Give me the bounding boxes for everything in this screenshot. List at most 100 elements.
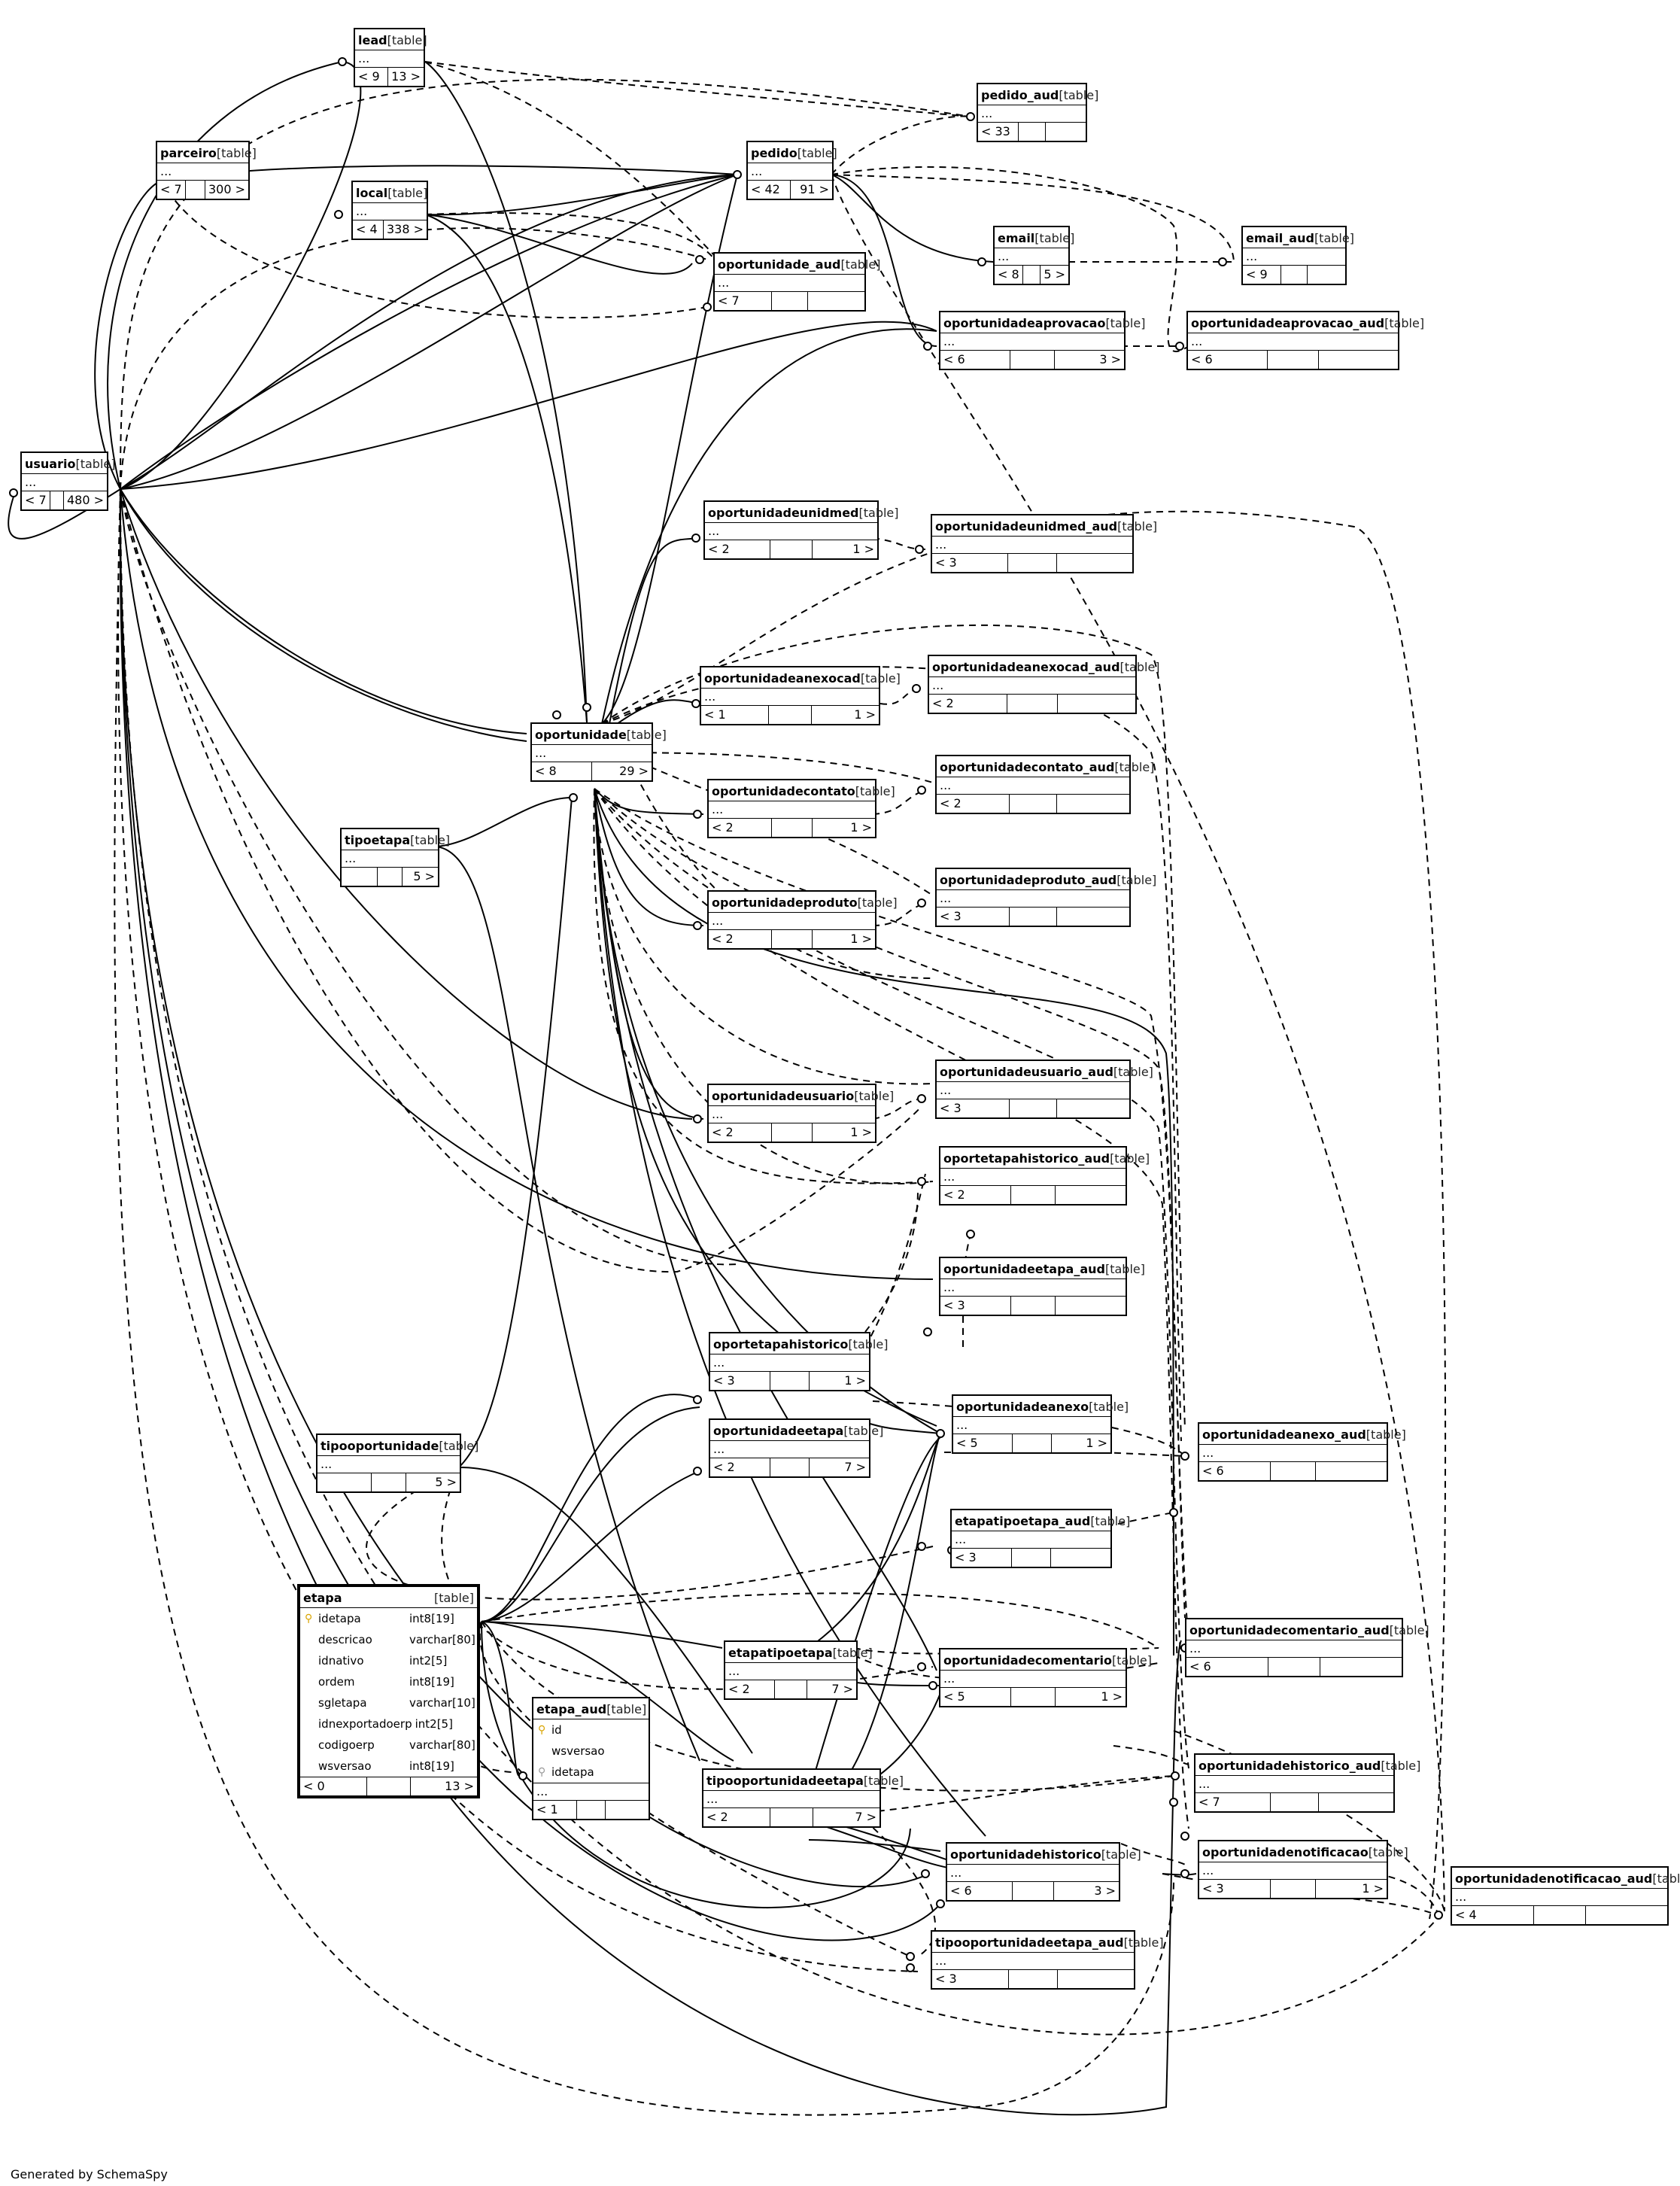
table-kind: [table] — [1110, 1151, 1150, 1166]
table-oportunidade-aud[interactable]: oportunidade_aud[table] ... < 7 — [713, 252, 880, 312]
table-dots: ... — [715, 275, 864, 292]
table-tipoetapa[interactable]: tipoetapa[table] ... 5 > — [340, 828, 450, 887]
column-row: ⚲idetapa — [533, 1762, 649, 1783]
table-dots: ... — [157, 163, 248, 181]
children-count: 3 > — [1099, 352, 1121, 366]
table-name: oportunidadecontato_aud — [940, 760, 1115, 774]
table-kind: [table] — [855, 784, 895, 798]
column-name: id — [551, 1723, 562, 1737]
table-etapa-aud[interactable]: etapa_aud[table] ⚲id wsversao ⚲idetapa .… — [532, 1697, 650, 1820]
parents-count: < 2 — [937, 795, 1010, 813]
parents-count: < 3 — [940, 1297, 1011, 1315]
table-pedido-aud[interactable]: pedido_aud[table] ... < 33 — [977, 83, 1098, 142]
table-name: oportunidade — [535, 728, 627, 742]
table-oportunidadeusuario-aud[interactable]: oportunidadeusuario_aud[table] ... < 3 — [935, 1060, 1153, 1119]
table-kind: [table] — [857, 895, 898, 910]
table-kind: [table] — [832, 1646, 873, 1660]
table-kind: [table] — [410, 833, 451, 847]
children-count: 480 > — [66, 493, 104, 507]
table-etapatipoetapa-aud[interactable]: etapatipoetapa_aud[table] ... < 3 — [950, 1509, 1130, 1568]
table-oportunidadeproduto-aud[interactable]: oportunidadeproduto_aud[table] ... < 3 — [935, 868, 1156, 927]
children-count: 5 > — [435, 1475, 457, 1489]
parents-count: < 3 — [932, 554, 1009, 572]
parents-count: < 0 — [300, 1777, 368, 1795]
table-name: oportunidadeusuario — [712, 1089, 855, 1103]
parents-count: < 1 — [533, 1801, 577, 1819]
table-oportetapahistorico-aud[interactable]: oportetapahistorico_aud[table] ... < 2 — [939, 1146, 1150, 1205]
table-dots: ... — [353, 203, 427, 220]
column-name: wsversao — [318, 1759, 372, 1773]
table-kind: [table] — [797, 146, 837, 160]
table-dots: ... — [532, 745, 652, 762]
children-count: 1 > — [1101, 1689, 1123, 1704]
column-name: wsversao — [551, 1744, 605, 1758]
table-name: pedido_aud — [981, 88, 1059, 102]
table-oportunidadeetapa-aud[interactable]: oportunidadeetapa_aud[table] ... < 3 — [939, 1257, 1145, 1316]
table-kind: [table] — [1368, 1845, 1408, 1859]
children-count: 29 > — [619, 764, 649, 778]
table-oportunidadeanexocad-aud[interactable]: oportunidadeanexocad_aud[table] ... < 2 — [928, 655, 1160, 714]
table-kind: [table] — [1384, 316, 1425, 330]
children-count: 1 > — [852, 542, 874, 556]
table-dots: ... — [995, 248, 1068, 266]
table-tipooportunidadeetapa-aud[interactable]: tipooportunidadeetapa_aud[table] ... < 3 — [931, 1930, 1164, 1990]
table-name: oportunidadeaprovacao — [943, 316, 1106, 330]
table-oportunidadeanexo-aud[interactable]: oportunidadeanexo_aud[table] ... < 6 — [1198, 1422, 1406, 1482]
table-oportunidadecomentario-aud[interactable]: oportunidadecomentario_aud[table] ... < … — [1185, 1618, 1429, 1677]
table-kind: [table] — [1389, 1623, 1429, 1637]
table-email-aud[interactable]: email_aud[table] ... < 9 — [1241, 226, 1354, 285]
parents-count: < 3 — [937, 908, 1010, 926]
column-row: wsversao — [533, 1741, 649, 1762]
table-kind: [table] — [1116, 873, 1157, 887]
table-oportunidadecontato-aud[interactable]: oportunidadecontato_aud[table] ... < 2 — [935, 755, 1154, 814]
parents-count: < 33 — [978, 123, 1019, 141]
table-name: oportunidadeanexocad — [704, 671, 861, 686]
table-oportunidadenotificacao-aud[interactable]: oportunidadenotificacao_aud[table] ... <… — [1451, 1866, 1680, 1926]
column-name: idnativo — [318, 1654, 364, 1668]
table-dots: ... — [929, 677, 1135, 695]
parents-count: < 5 — [953, 1434, 1013, 1452]
table-name: etapa — [303, 1591, 342, 1605]
column-name: idetapa — [318, 1612, 361, 1625]
table-name: oportunidadeunidmed_aud — [935, 519, 1118, 534]
table-name: tipooportunidade — [321, 1439, 439, 1453]
children-count: 7 > — [831, 1682, 853, 1696]
table-oportunidadehistorico-aud[interactable]: oportunidadehistorico_aud[table] ... < 7 — [1194, 1753, 1420, 1813]
table-tipooportunidade[interactable]: tipooportunidade[table] ... 5 > — [316, 1434, 478, 1493]
column-type: int2[5] — [415, 1717, 453, 1731]
table-name: oportunidadecomentario — [943, 1653, 1112, 1668]
parents-count — [342, 868, 378, 886]
table-oportunidadeaprovacao-aud[interactable]: oportunidadeaprovacao_aud[table] ... < 6 — [1186, 311, 1424, 370]
table-dots: ... — [1186, 1640, 1402, 1658]
table-dots: ... — [1199, 1445, 1387, 1462]
table-name: oportunidadecomentario_aud — [1189, 1623, 1390, 1637]
table-kind: [table] — [1366, 1427, 1406, 1442]
children-count — [1056, 1186, 1126, 1204]
table-oportunidadeunidmed-aud[interactable]: oportunidadeunidmed_aud[table] ... < 3 — [931, 514, 1157, 573]
